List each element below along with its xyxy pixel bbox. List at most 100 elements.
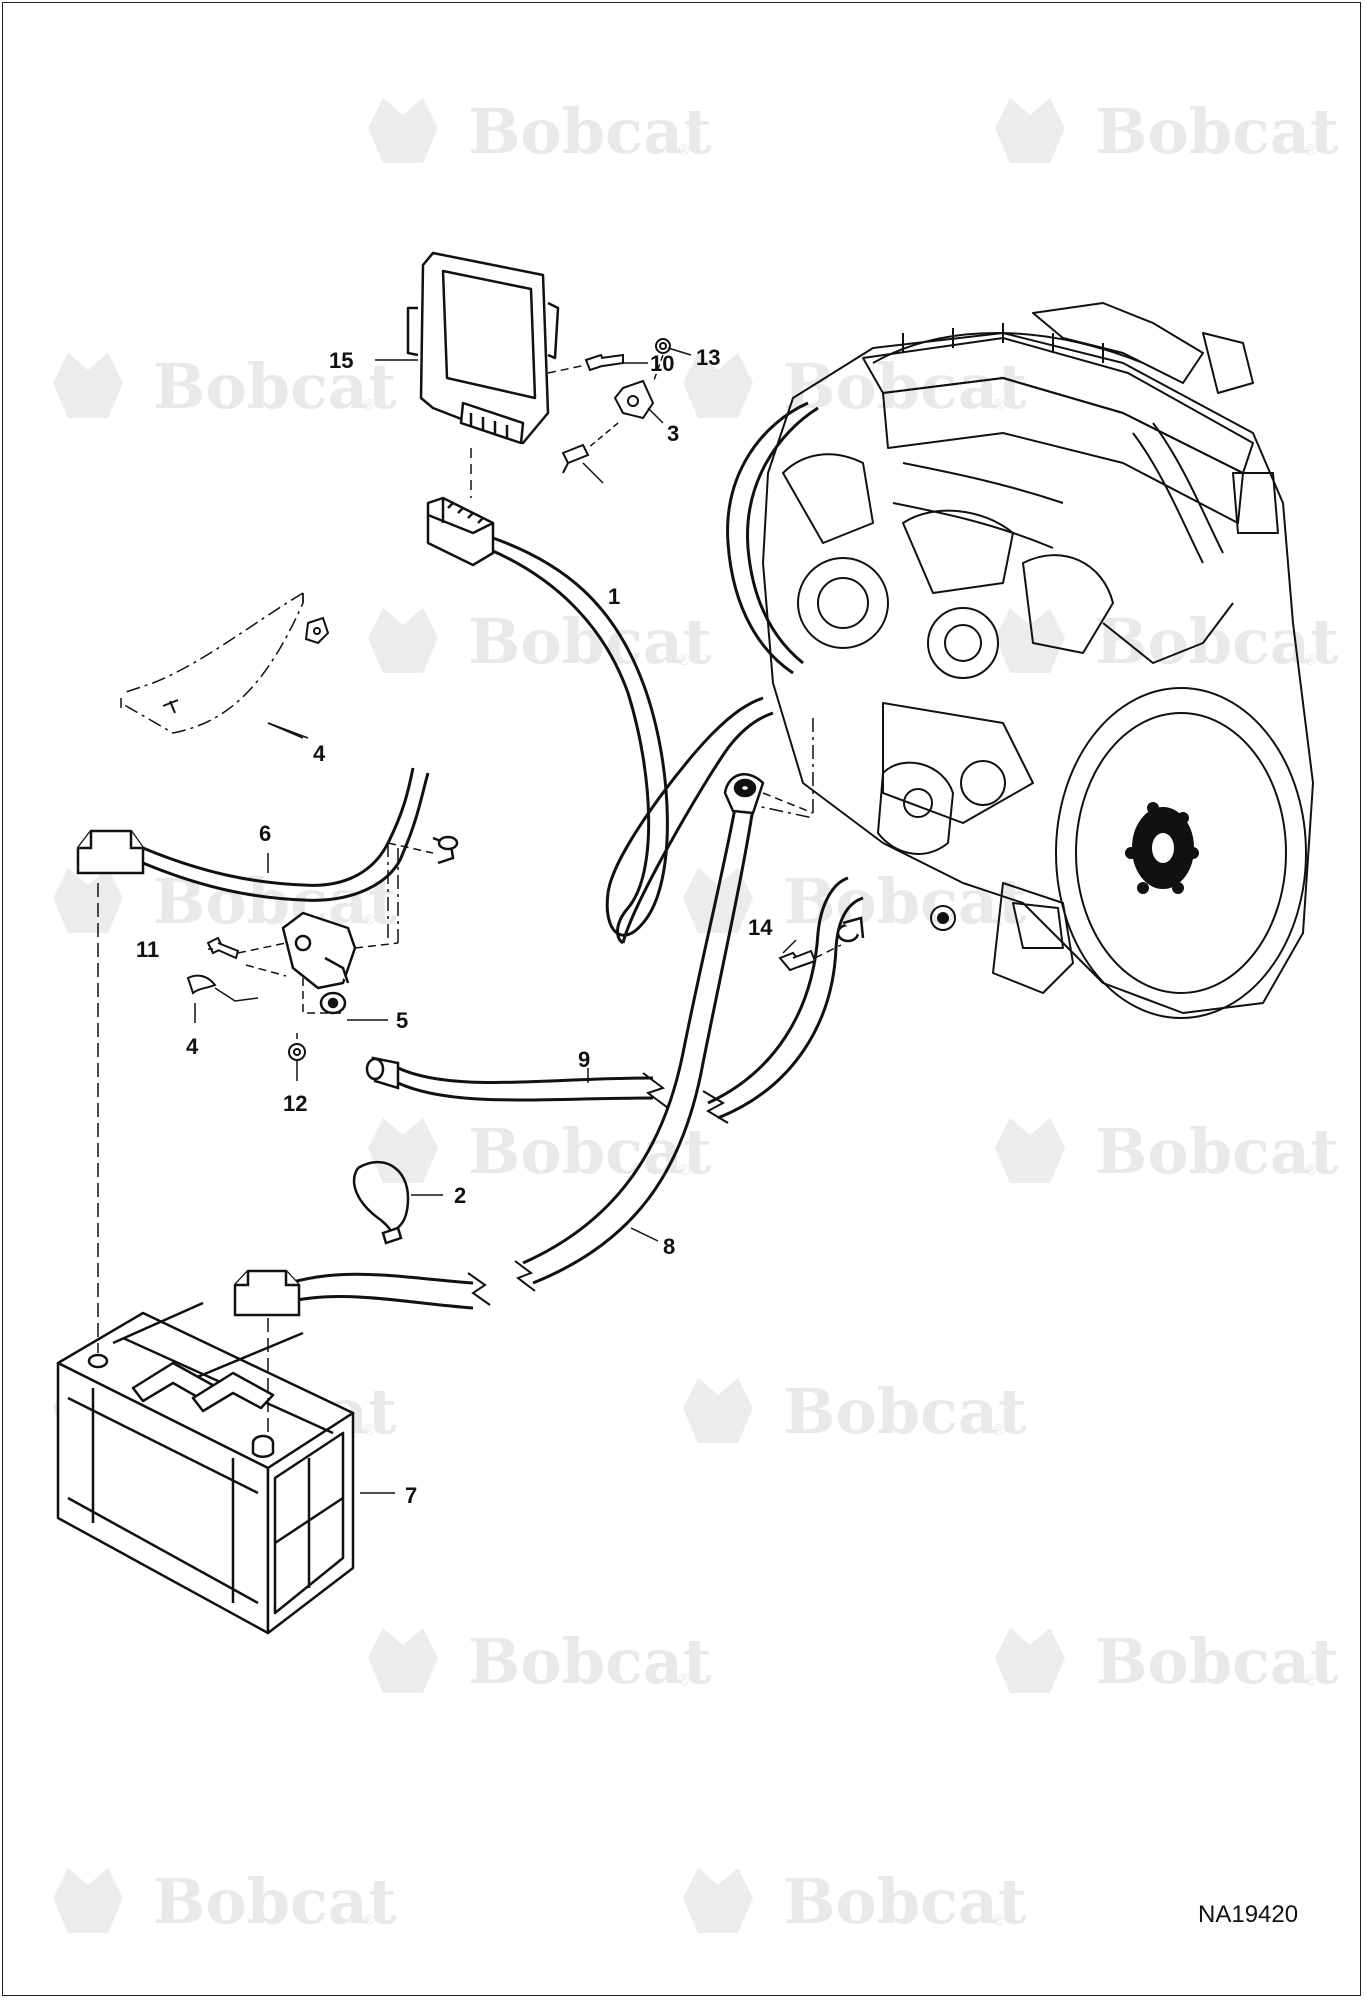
parts-diagram: Bobcat ® Bobcat ® Bobcat ® Bobcat ® Bobc… [53,95,1339,1938]
cable-9-end [365,1056,400,1090]
watermark: Bobcat ® [995,1115,1339,1188]
watermark-mark: ® [363,397,375,414]
bobcat-logo-icon [995,1118,1065,1183]
bobcat-logo-icon [995,1628,1065,1693]
bobcat-logo-icon [683,1868,753,1933]
cable-8 [522,807,755,1285]
watermark: Bobcat ® [368,605,712,678]
bobcat-logo-icon [368,1628,438,1693]
watermark-mark: ® [363,912,375,929]
callout-1: 1 [608,584,620,609]
battery-6 [56,1301,355,1635]
callout-4-upper: 4 [313,741,326,766]
callout-11: 11 [136,937,159,962]
watermark-brand: Bobcat [1095,1115,1339,1188]
drawing-id: NA19420 [1198,1901,1298,1928]
watermark-mark: ® [678,1162,690,1179]
callout-6: 7 [405,1483,417,1508]
bolt-14 [778,949,817,972]
cable-7-boot [76,829,145,875]
watermark-brand: Bobcat [1095,1625,1339,1698]
battery-cable-boot [233,1269,301,1317]
bobcat-logo-icon [368,98,438,163]
bobcat-logo-icon [995,98,1065,163]
watermark-brand: Bobcat [468,1115,712,1188]
watermark-mark: ® [678,652,690,669]
nut-13 [655,338,671,354]
watermark: Bobcat ® [53,1865,397,1938]
watermark-mark: ® [363,1912,375,1929]
battery-cable [282,1272,474,1310]
watermark: Bobcat ® [995,95,1339,168]
ecu-connector [426,496,495,567]
cable-9-continuation [707,876,864,1120]
watermark-brand: Bobcat [468,605,712,678]
callout-7: 6 [259,821,271,846]
callout-12: 12 [283,1091,307,1116]
watermark: Bobcat ® [995,605,1339,678]
callout-15: 15 [329,348,353,373]
watermark: Bobcat ® [683,350,1027,423]
leader-4a [267,722,304,739]
bobcat-logo-icon [53,353,123,418]
watermark-brand: Bobcat [468,1625,712,1698]
watermark-brand: Bobcat [783,1375,1027,1448]
cable-8-top [723,773,765,815]
watermark-mark: ® [363,1422,375,1439]
watermark-mark: ® [678,1672,690,1689]
watermark: Bobcat ® [683,1375,1027,1448]
engine-assembly [726,302,1314,1019]
watermark: Bobcat ® [53,350,397,423]
watermark-mark: ® [993,1422,1005,1439]
nut-12 [288,1043,306,1061]
callout-9: 9 [578,1047,590,1072]
watermark: Bobcat ® [683,865,1027,938]
bobcat-logo-icon [53,868,123,933]
bolt-10 [584,353,624,372]
cable-7 [142,767,430,902]
bobcat-logo-icon [368,1118,438,1183]
bobcat-logo-icon [53,1868,123,1933]
watermark-brand: Bobcat [1095,95,1339,168]
cable-7-ring [432,835,459,865]
watermark: Bobcat ® [368,1115,712,1188]
watermark-mark: ® [678,142,690,159]
bobcat-logo-icon [683,868,753,933]
watermark-brand: Bobcat [783,350,1027,423]
harness-4-phantom [120,592,330,734]
callout-10: 10 [650,351,674,376]
watermark-mark: ® [1305,1672,1317,1689]
fuse-1 [561,443,590,474]
watermark-brand: Bobcat [153,1865,397,1938]
watermark-brand: Bobcat [468,95,712,168]
watermark-mark: ® [993,397,1005,414]
callout-2: 2 [454,1183,466,1208]
watermark: Bobcat ® [368,95,712,168]
leader-1 [582,462,604,484]
watermark: Bobcat ® [683,1865,1027,1938]
watermark-brand: Bobcat [1095,605,1339,678]
callout-8: 8 [663,1234,675,1259]
watermark-brand: Bobcat [153,350,397,423]
watermark-mark: ® [993,1912,1005,1929]
cable-9-ring [836,916,865,943]
watermark-brand: Bobcat [153,865,397,938]
callout-5: 5 [396,1008,408,1033]
bobcat-logo-icon [995,608,1065,673]
strap-2 [352,1160,410,1245]
ecu-module [406,251,560,445]
bobcat-logo-icon [683,353,753,418]
watermark: Bobcat ® [995,1625,1339,1698]
watermark: Bobcat ® [368,1625,712,1698]
bobcat-logo-icon [368,608,438,673]
clip-4 [186,974,217,995]
leader-13 [667,347,692,356]
leader-14 [782,939,797,954]
bracket-3 [613,379,655,420]
callout-13: 13 [696,345,720,370]
relay-5 [281,911,357,1015]
callout-3: 3 [667,421,679,446]
watermark-mark: ® [1305,652,1317,669]
bobcat-logo-icon [683,1378,753,1443]
